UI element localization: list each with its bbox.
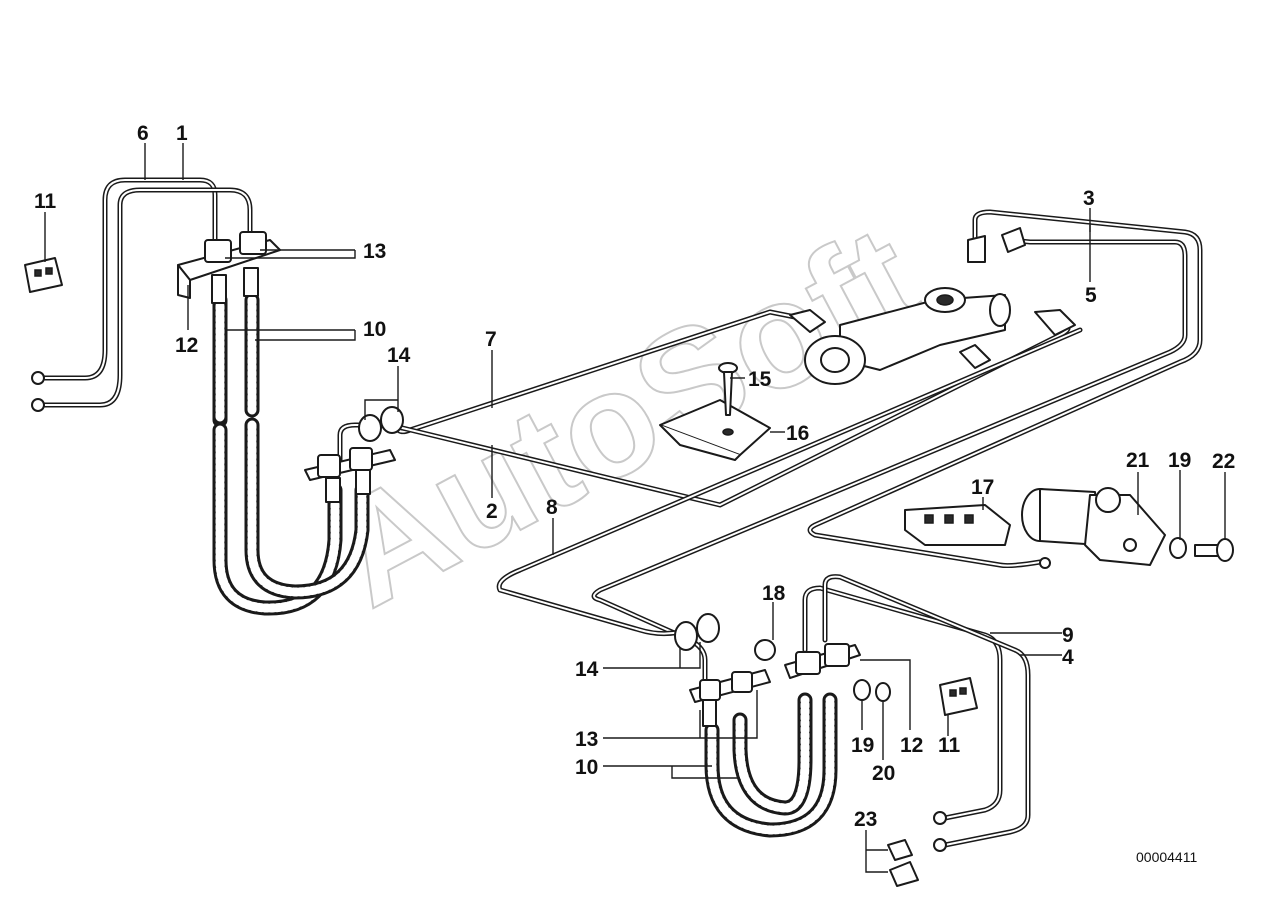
callout-19-lower: 19 (851, 734, 874, 757)
callout-3: 3 (1083, 187, 1095, 210)
washer-19-lower (853, 679, 871, 701)
clip-11-right (939, 677, 978, 716)
callout-4: 4 (1062, 646, 1074, 669)
callout-20: 20 (872, 762, 895, 785)
pipe-8 (496, 327, 1083, 637)
screw-15 (718, 362, 738, 416)
nut-18 (754, 639, 776, 661)
callout-19-right: 19 (1168, 449, 1191, 472)
pipe-1 (42, 177, 218, 381)
brackets-and-fittings (24, 227, 1234, 887)
pipe-4 (822, 574, 1031, 848)
callout-23: 23 (854, 808, 877, 831)
bracket-right (689, 643, 861, 727)
bolt-22 (1194, 538, 1234, 562)
bracket-16 (659, 399, 771, 461)
callout-12-lower: 12 (900, 734, 923, 757)
callout-11-right: 11 (938, 734, 961, 757)
clip-11-left (24, 257, 63, 293)
callout-5: 5 (1085, 284, 1097, 307)
callout-18: 18 (762, 582, 786, 605)
callout-21: 21 (1126, 449, 1150, 472)
callout-9: 9 (1062, 624, 1074, 647)
callout-12-left: 12 (175, 334, 198, 357)
callout-10-left: 10 (363, 318, 386, 341)
callout-14-lower: 14 (575, 658, 599, 681)
callout-7: 7 (485, 328, 497, 351)
leader-lines (44, 143, 1226, 873)
bracket-left (177, 231, 281, 304)
callout-13-left: 13 (363, 240, 386, 263)
pipe-6 (42, 187, 253, 408)
callout-13-lower: 13 (575, 728, 598, 751)
callout-16: 16 (786, 422, 809, 445)
pipe-end-fittings-right (933, 557, 1051, 852)
hose-left-inner (244, 292, 370, 600)
flexible-hoses (212, 292, 838, 838)
hose-left-outer (212, 292, 343, 616)
pipe-end-fittings-left (31, 371, 45, 412)
callout-labels: 6 1 11 13 12 10 14 7 15 16 2 8 3 5 21 19… (34, 122, 1235, 831)
bleed-screws-23 (887, 839, 919, 887)
washer-19-right (1169, 537, 1187, 559)
washer-20 (875, 682, 891, 702)
pipe-connector-left (337, 422, 403, 473)
distribution-block-17 (904, 504, 1011, 546)
clip-14-upper (358, 406, 404, 442)
callout-11-left: 11 (34, 190, 57, 213)
bracket-left-lower (304, 447, 396, 503)
callout-15: 15 (748, 368, 772, 391)
hose-right-outer (704, 692, 838, 838)
callout-22: 22 (1212, 450, 1235, 473)
callout-2: 2 (486, 500, 498, 523)
callout-14-upper: 14 (387, 344, 411, 367)
callout-8: 8 (546, 496, 558, 519)
diagram-part-number: 00004411 (1136, 849, 1197, 865)
clip-14-lower (674, 613, 720, 651)
callout-1: 1 (176, 122, 188, 145)
callout-6: 6 (137, 122, 149, 145)
pipe-5 (591, 237, 1188, 643)
pipe-3 (807, 209, 1203, 569)
hose-right-inner (732, 692, 813, 816)
callout-10-lower: 10 (575, 756, 598, 779)
callout-17: 17 (971, 476, 994, 499)
master-cylinder (789, 227, 1076, 385)
regulator-21 (1021, 487, 1166, 566)
